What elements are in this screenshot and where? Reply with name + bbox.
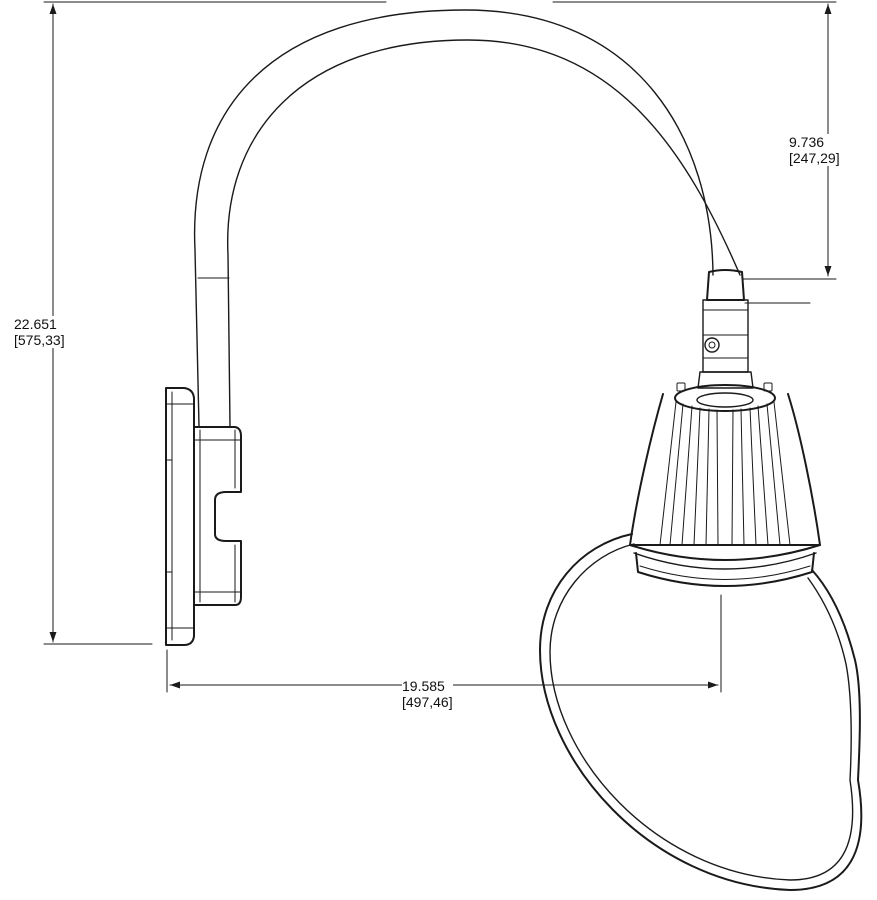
- lamp-shade: [539, 533, 863, 891]
- height-dimension-label: 22.651 [575,33]: [14, 316, 65, 348]
- mount-bracket: [193, 426, 242, 606]
- wall-backplate: [165, 387, 195, 646]
- arm-drop-dimension-label: 9.736 [247,29]: [789, 134, 840, 166]
- projection-inches: 19.585: [402, 678, 445, 694]
- height-mm: [575,33]: [14, 332, 65, 348]
- arm-drop-mm: [247,29]: [789, 150, 840, 166]
- height-inches: 22.651: [14, 316, 57, 332]
- projection-dimension-label: 19.585 [497,46]: [402, 678, 453, 710]
- dimension-lines: [43, 1, 837, 693]
- heat-sink-housing: [629, 384, 821, 587]
- swivel-joint: [676, 269, 773, 392]
- projection-mm: [497,46]: [402, 694, 453, 710]
- gooseneck-arm: [193, 9, 741, 427]
- arm-drop-inches: 9.736: [789, 134, 825, 150]
